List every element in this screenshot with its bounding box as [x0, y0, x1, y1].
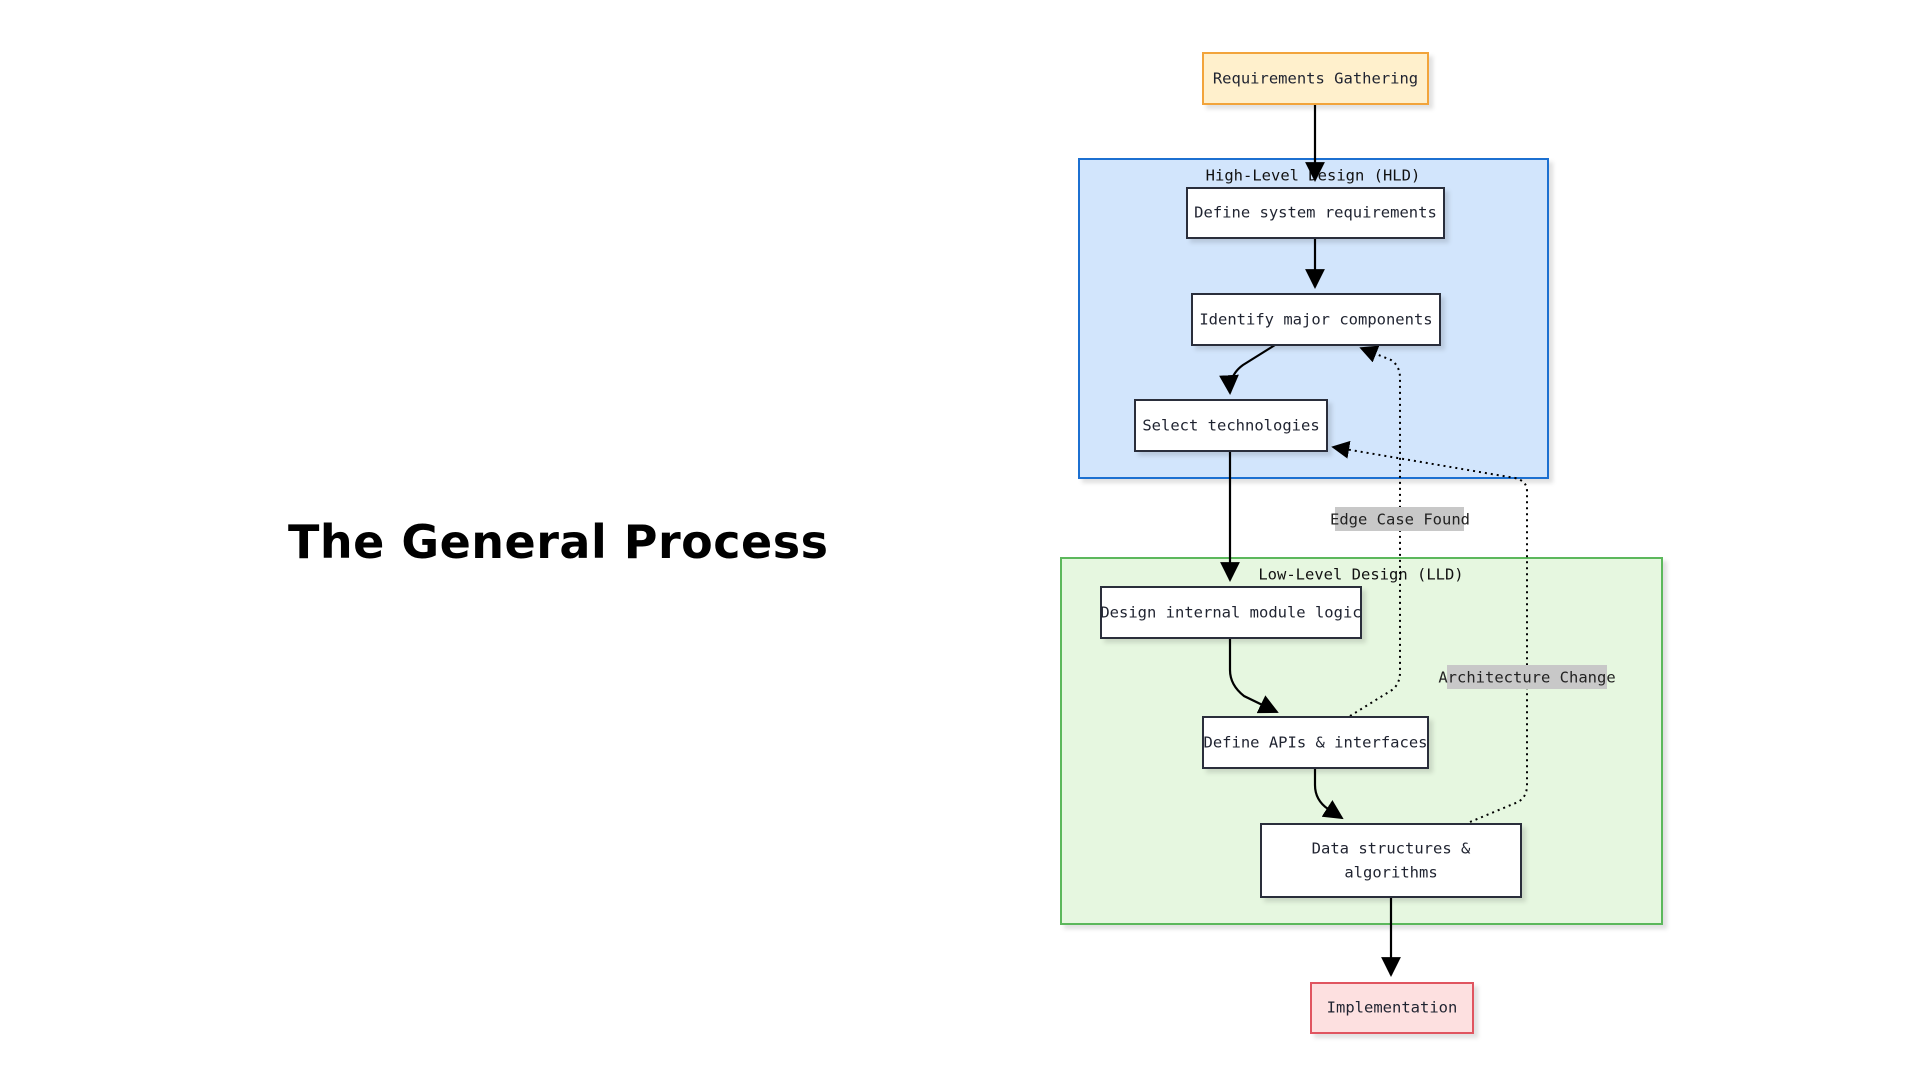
- node-label: Define system requirements: [1194, 204, 1437, 222]
- node-label: Implementation: [1327, 999, 1458, 1017]
- node-design-internal-module-logic[interactable]: Design internal module logic: [1100, 586, 1362, 639]
- node-define-system-requirements[interactable]: Define system requirements: [1186, 187, 1445, 239]
- edge-define-apis-to-data-structures: [1313, 768, 1344, 820]
- node-identify-major-components[interactable]: Identify major components: [1191, 293, 1441, 346]
- architecture-change-label: Architecture Change: [1438, 669, 1615, 687]
- node-label-line2: algorithms: [1344, 864, 1437, 882]
- node-requirements-gathering[interactable]: Requirements Gathering: [1202, 52, 1429, 105]
- node-select-technologies[interactable]: Select technologies: [1134, 399, 1328, 452]
- node-label: Define APIs & interfaces: [1204, 734, 1428, 752]
- edge-design-module-to-define-apis: [1228, 638, 1279, 714]
- node-box: [1202, 716, 1429, 769]
- node-box: [1100, 586, 1362, 639]
- edge-identify-components-to-select-tech: [1219, 344, 1276, 395]
- node-label: Requirements Gathering: [1213, 70, 1418, 88]
- node-label: Select technologies: [1142, 417, 1319, 435]
- node-box: [1202, 52, 1429, 105]
- edge-label-edge-case: Edge Case Found: [1330, 507, 1470, 531]
- node-label: Identify major components: [1199, 311, 1432, 329]
- node-box: [1260, 823, 1522, 898]
- edge-label-bg: [1335, 507, 1464, 531]
- lld-group-label: Low-Level Design (LLD): [1258, 566, 1463, 584]
- node-implementation[interactable]: Implementation: [1310, 982, 1474, 1034]
- node-label: Design internal module logic: [1100, 604, 1361, 622]
- node-box: [1310, 982, 1474, 1034]
- node-define-apis-interfaces[interactable]: Define APIs & interfaces: [1202, 716, 1429, 769]
- edge-label-arch-change: Architecture Change: [1438, 665, 1616, 689]
- edge-case-found-label: Edge Case Found: [1330, 511, 1470, 529]
- page-title: The General Process: [288, 515, 829, 569]
- edges: [1219, 104, 1401, 977]
- node-box: [1134, 399, 1328, 452]
- node-box: [1191, 293, 1441, 346]
- node-box: [1186, 187, 1445, 239]
- edge-label-bg: [1447, 665, 1607, 689]
- node-label-line1: Data structures &: [1312, 840, 1471, 858]
- node-data-structures-algorithms[interactable]: Data structures & algorithms: [1260, 823, 1522, 898]
- hld-group-label: High-Level Design (HLD): [1206, 167, 1421, 185]
